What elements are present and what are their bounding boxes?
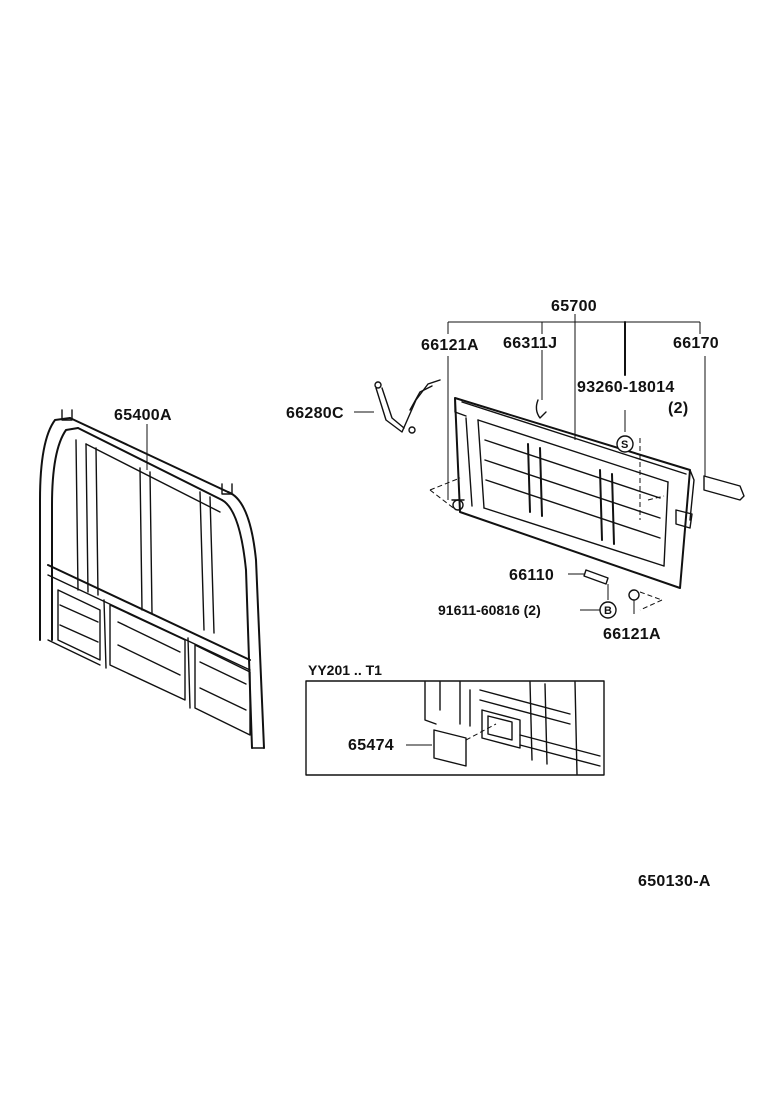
b-marker-text: B <box>604 605 612 617</box>
label-chain: 66280C <box>286 405 344 422</box>
label-latch: 66170 <box>673 335 719 352</box>
b-marker: B <box>599 601 617 619</box>
diagram-id: 650130-A <box>638 873 711 890</box>
label-hinge-right: 66121A <box>603 626 661 643</box>
label-hook: 66311J <box>503 335 557 352</box>
s-marker-text: S <box>621 439 628 451</box>
label-tailgate-assembly: 65700 <box>551 298 597 315</box>
label-hinge-pin: 66110 <box>509 567 554 584</box>
label-bolt-b: 91611-60816 (2) <box>438 602 541 618</box>
label-bolt: 93260-18014 <box>577 379 675 396</box>
label-hinge-left: 66121A <box>421 337 479 354</box>
label-guard-frame: 65400A <box>114 407 172 424</box>
label-plate: 65474 <box>348 737 394 754</box>
s-marker: S <box>616 435 634 453</box>
tailgate-drawing <box>429 314 745 614</box>
chain-drawing <box>354 379 441 434</box>
variant-inset <box>305 680 605 776</box>
label-bolt-qty: (2) <box>668 400 688 417</box>
label-variant: YY201 .. T1 <box>308 662 382 678</box>
guard-frame-drawing <box>39 409 265 749</box>
